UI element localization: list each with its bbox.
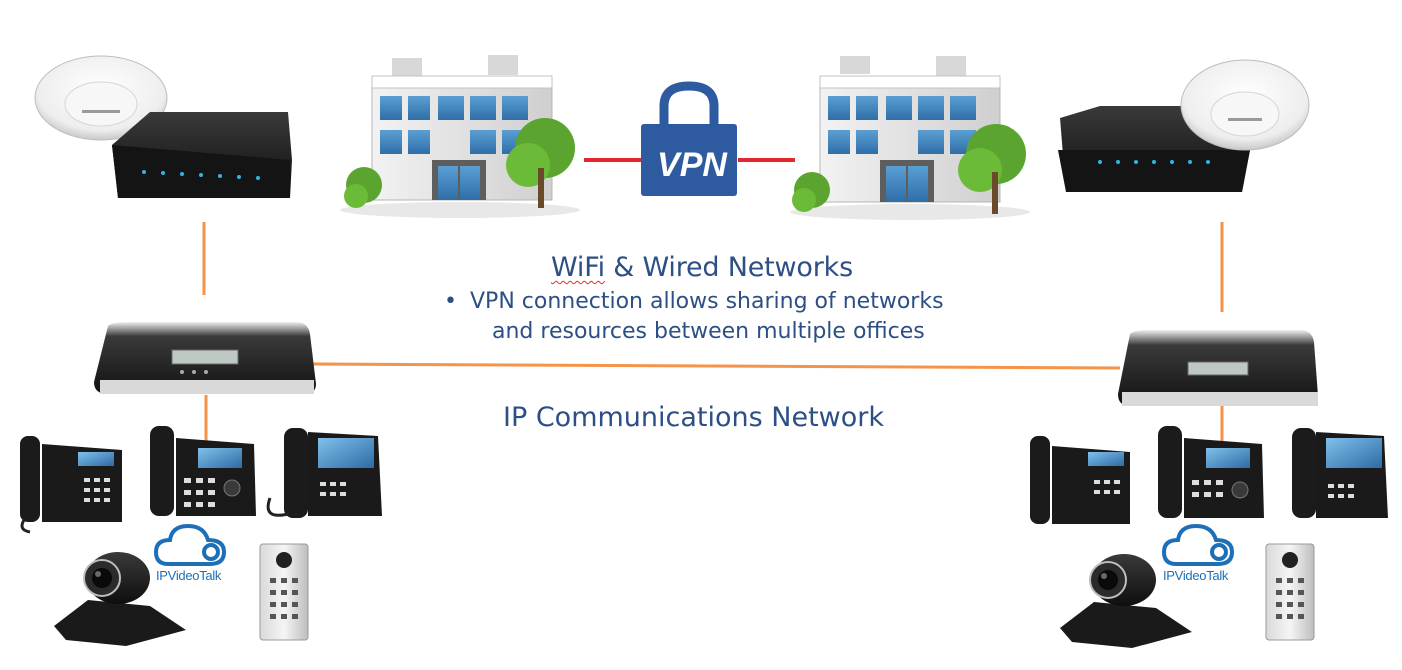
ip-phone-medium-right — [1158, 426, 1264, 518]
ipvideotalk-label-left: IPVideoTalk — [156, 568, 222, 583]
office-building-right — [790, 56, 1030, 220]
bullet-symbol: • — [444, 289, 457, 314]
networks-heading-wifi: WiFi — [551, 252, 605, 283]
ip-phone-small-left — [20, 436, 122, 534]
ip-pbx-right — [1118, 330, 1318, 406]
bullet-line-2: and resources between multiple offices — [492, 319, 925, 344]
video-conference-camera-right — [1060, 554, 1192, 648]
networks-heading-rest: & Wired Networks — [604, 252, 853, 283]
vpn-label: VPN — [657, 146, 727, 184]
vpn-bullet: • VPN connection allows sharing of networ… — [444, 287, 944, 347]
ip-network-heading: IP Communications Network — [503, 402, 885, 433]
ipvideotalk-label-right: IPVideoTalk — [1163, 568, 1229, 583]
door-intercom-right — [1265, 543, 1315, 641]
wifi-access-point-right — [1180, 59, 1310, 151]
video-conference-camera-left — [54, 552, 186, 646]
vpn-lock-icon — [641, 81, 737, 196]
ip-phone-medium-left — [150, 426, 256, 516]
door-intercom-left — [259, 543, 309, 641]
router-left — [112, 112, 292, 198]
ip-pbx-left — [94, 322, 316, 394]
networks-heading: WiFi & Wired Networks — [551, 252, 853, 283]
ip-network-link — [311, 362, 1121, 370]
office-building-left — [340, 55, 580, 218]
ip-phone-color-left — [266, 428, 382, 518]
ip-phone-small-right — [1030, 436, 1130, 524]
bullet-line-1: VPN connection allows sharing of network… — [470, 289, 944, 314]
ip-phone-color-right — [1292, 428, 1388, 518]
cloud-video-icon-right — [1161, 523, 1235, 566]
wifi-access-point-left — [34, 55, 168, 141]
cloud-video-icon-left — [153, 523, 227, 566]
